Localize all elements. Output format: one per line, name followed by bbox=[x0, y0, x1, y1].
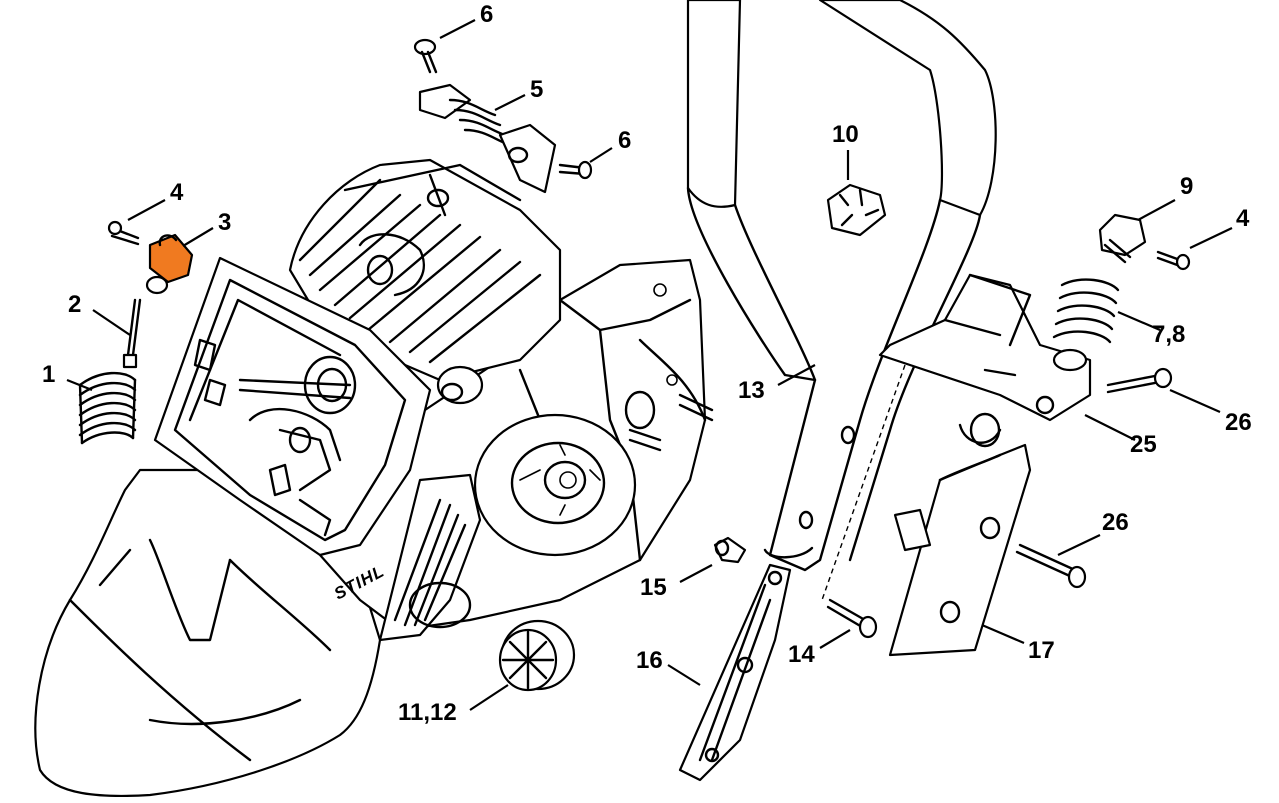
callout-1: 1 bbox=[42, 361, 55, 388]
handlebar-13 bbox=[686, 0, 997, 572]
screw-6-mid bbox=[558, 160, 593, 180]
callout-17: 17 bbox=[1028, 637, 1055, 664]
callout-10: 10 bbox=[832, 121, 859, 148]
callout-11-12: 11,12 bbox=[398, 699, 457, 726]
bracket-25 bbox=[878, 273, 1092, 448]
bracket-17 bbox=[888, 443, 1032, 657]
screw-4-right bbox=[1156, 250, 1191, 271]
sleeve-15 bbox=[713, 536, 747, 564]
callout-4-right: 4 bbox=[1236, 205, 1250, 232]
top-buffer-5 bbox=[418, 83, 557, 194]
callout-3: 3 bbox=[218, 209, 231, 236]
screw-26-top bbox=[1106, 367, 1173, 394]
callout-6-mid: 6 bbox=[618, 127, 631, 154]
callout-6-top: 6 bbox=[480, 1, 493, 28]
leader-lines bbox=[66, 19, 1233, 711]
buffer-9 bbox=[1098, 213, 1147, 264]
callout-2: 2 bbox=[68, 291, 81, 318]
callout-13: 13 bbox=[738, 377, 765, 404]
engine-housing: STIHL bbox=[34, 158, 714, 798]
callout-26-top: 26 bbox=[1225, 409, 1252, 436]
nut-10 bbox=[826, 183, 887, 237]
callout-7-8: 7,8 bbox=[1152, 321, 1185, 348]
callout-9: 9 bbox=[1180, 173, 1193, 200]
screw-14 bbox=[826, 598, 878, 639]
spring-7-8 bbox=[1052, 278, 1120, 372]
annular-buffer-spring bbox=[78, 371, 137, 445]
screw-26-bottom bbox=[1015, 543, 1087, 589]
callout-labels: 1 2 3 4 4 5 6 6 7,8 9 10 11,12 13 14 15 … bbox=[42, 1, 1252, 726]
callout-25: 25 bbox=[1130, 431, 1157, 458]
callout-16: 16 bbox=[636, 647, 663, 674]
filter-cap-11-12 bbox=[498, 619, 576, 692]
plug-part-3 bbox=[145, 233, 194, 295]
callout-4-left: 4 bbox=[170, 179, 184, 206]
callout-26-bottom: 26 bbox=[1102, 509, 1129, 536]
screw-4-left bbox=[107, 220, 140, 246]
callout-15: 15 bbox=[640, 574, 667, 601]
callout-14: 14 bbox=[788, 641, 815, 668]
guide-lines bbox=[821, 364, 906, 601]
hand-guard-16 bbox=[678, 563, 792, 782]
screw-6-top bbox=[413, 38, 438, 74]
spring-rod bbox=[122, 298, 142, 369]
callout-5: 5 bbox=[530, 76, 543, 103]
